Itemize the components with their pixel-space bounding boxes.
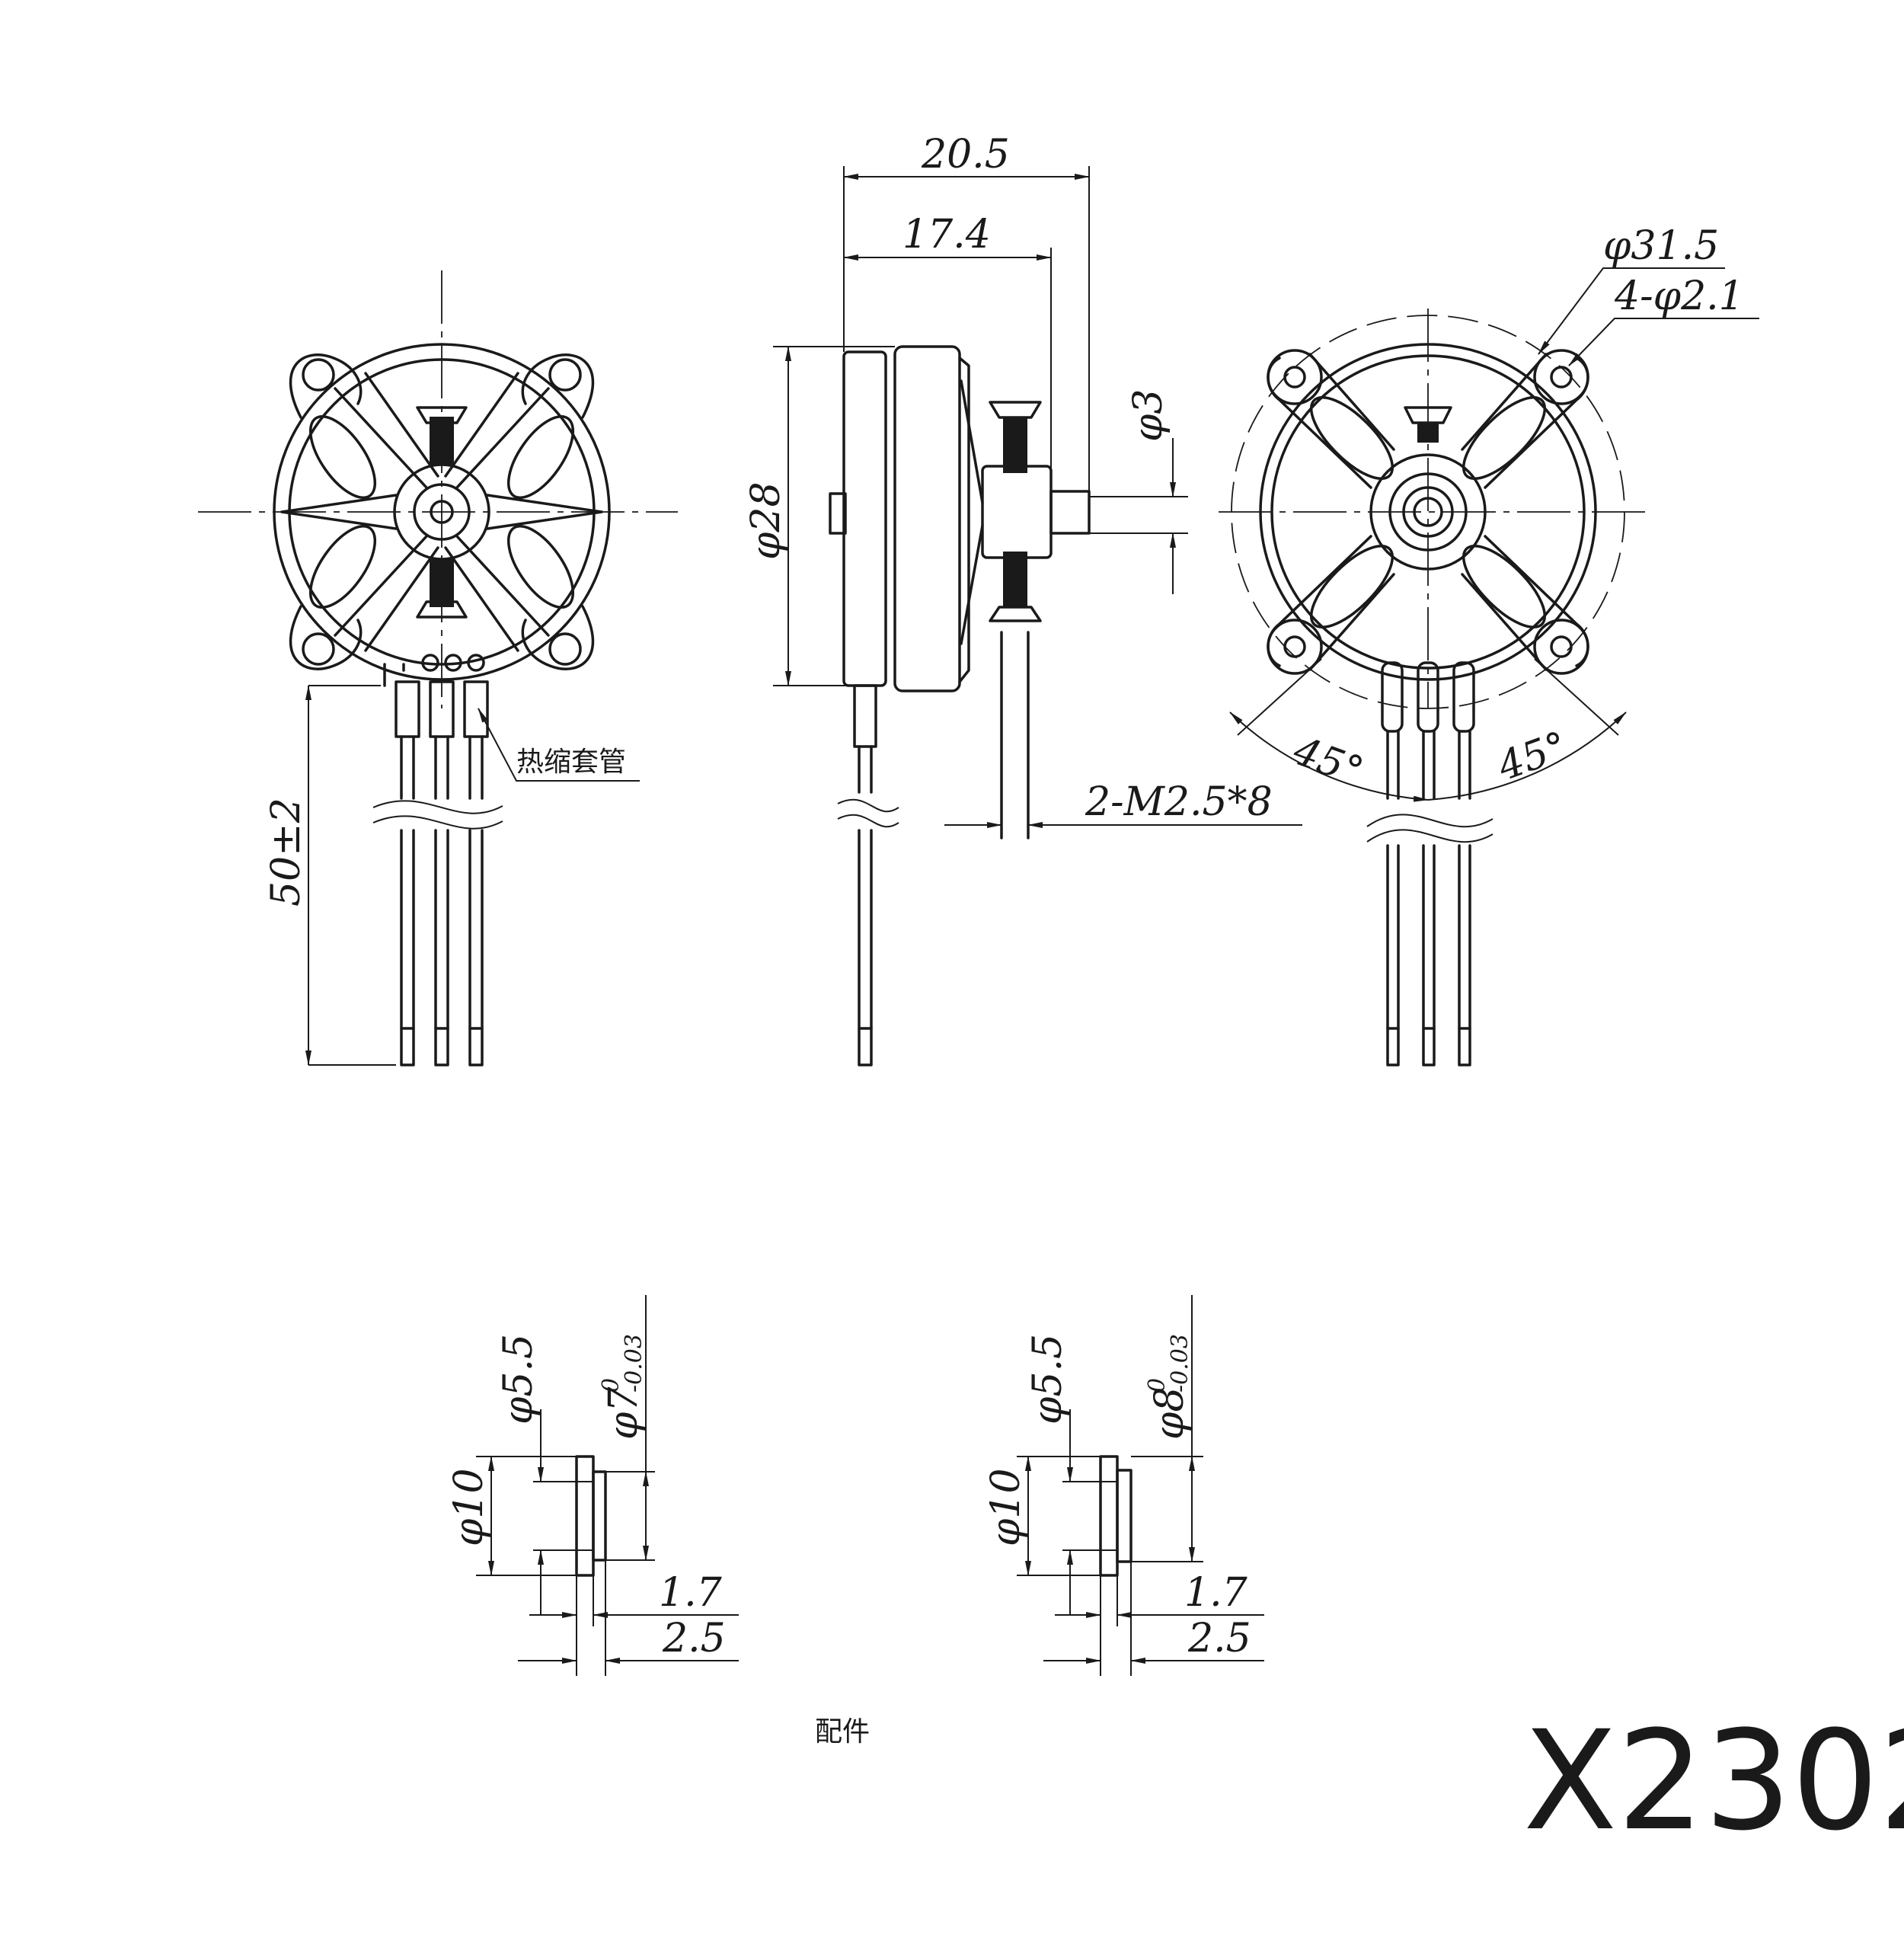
accessory-1: φ10 φ5.5 φ7 0 -0.03 1.7 2.5	[446, 1295, 739, 1676]
mount-tab-top-left	[289, 353, 363, 419]
body-diameter-label: φ28	[743, 481, 789, 560]
model-label: X2302	[1523, 1702, 1904, 1861]
screw-label: 2-M2.5*8	[1085, 779, 1273, 825]
acc1-outer-label: φ10	[446, 1468, 492, 1546]
screw-bottom	[430, 558, 454, 607]
acc2-flange-label: 1.7	[1184, 1570, 1248, 1616]
lead-length-label: 50±2	[264, 798, 309, 907]
acc1-tol-lower: -0.03	[621, 1334, 647, 1393]
acc2-tol-lower: -0.03	[1167, 1334, 1193, 1393]
acc2-step-label: φ8	[1147, 1387, 1193, 1441]
acc1-step-label: φ7	[601, 1386, 647, 1440]
mount-tab-top-right	[521, 353, 594, 419]
acc2-outer-label: φ10	[983, 1468, 1029, 1546]
mount-tab-bottom-right	[521, 605, 594, 670]
acc2-length-label: 2.5	[1187, 1616, 1251, 1661]
lead-length-dimension: 50±2	[264, 685, 396, 1066]
length-body-label: 17.4	[902, 212, 991, 257]
acc2-tol-upper: 0	[1144, 1378, 1171, 1393]
acc1-tol-upper: 0	[598, 1378, 625, 1393]
mount-circle-label: φ31.5	[1603, 223, 1719, 269]
acc2-bore-label: φ5.5	[1025, 1334, 1071, 1425]
body-diameter-dimension: φ28	[743, 346, 895, 686]
accessories-label: 配件	[815, 1716, 870, 1748]
mount-holes-label: 4-φ2.1	[1614, 273, 1744, 319]
acc1-bore-label: φ5.5	[496, 1334, 541, 1425]
shaft-diameter-dimension: φ3	[1089, 389, 1188, 594]
mount-callouts: φ31.5 4-φ2.1	[1538, 223, 1759, 366]
screw-top	[430, 417, 454, 465]
acc1-length-label: 2.5	[662, 1616, 726, 1661]
rear-view	[1219, 309, 1653, 1066]
heat-shrink-label: 热缩套管	[516, 747, 626, 778]
screw-dimension: 2-M2.5*8	[944, 779, 1302, 828]
acc1-flange-label: 1.7	[659, 1570, 723, 1616]
side-view	[829, 345, 1091, 1066]
mount-tab-bottom-left	[289, 605, 363, 670]
length-total-label: 20.5	[921, 132, 1010, 177]
length-body-dimension: 17.4	[843, 212, 1052, 491]
front-view	[198, 270, 678, 708]
angle-left-label: 45°	[1287, 727, 1369, 795]
front-view-leads	[372, 680, 503, 1066]
shaft-diameter-label: φ3	[1126, 389, 1171, 443]
angle-right-label: 45°	[1491, 723, 1573, 790]
length-total-dimension: 20.5	[843, 132, 1090, 491]
accessory-2: φ10 φ5.5 φ8 0 -0.03 1.7 2.5	[983, 1295, 1264, 1676]
heat-shrink-callout: 热缩套管	[478, 708, 640, 782]
